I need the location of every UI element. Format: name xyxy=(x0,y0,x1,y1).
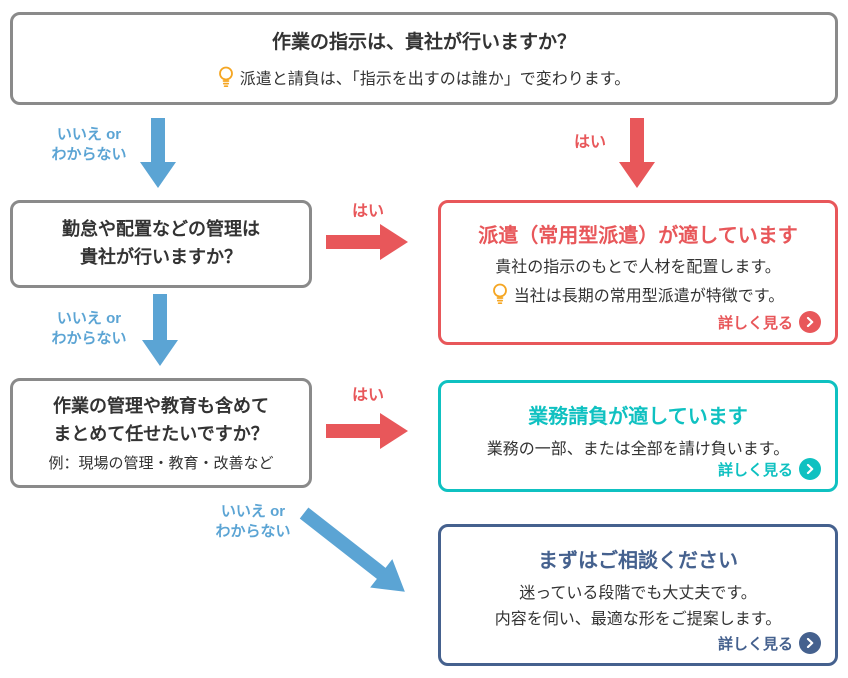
result-dispatch-note-row: 当社は長期の常用型派遣が特徴です。 xyxy=(492,282,784,306)
question-3-line1: 作業の管理や教育も含めて xyxy=(53,395,269,416)
result-consult-body2: 内容を伺い、最適な形をご提案します。 xyxy=(494,610,782,628)
question-1-title: 作業の指示は、貴社が行いますか？ xyxy=(271,31,576,53)
label-no-2-line1: いいえ or xyxy=(56,310,122,327)
result-contract-body: 業務の一部、または全部を請け負います。 xyxy=(486,441,790,458)
question-box-1: 作業の指示は、貴社が行いますか？ 派遣と請負は、「指示を出すのは誰か」で変わりま… xyxy=(10,12,838,105)
question-2-line1: 勤怠や配置などの管理は xyxy=(62,219,260,240)
dispatch-detail-link-text: 詳しく見る xyxy=(717,314,793,332)
question-3-example: 例：現場の管理・教育・改善など xyxy=(48,455,274,473)
consult-detail-link[interactable]: 詳しく見る xyxy=(718,632,821,654)
question-2-line2: 貴社が行いますか？ xyxy=(80,247,242,267)
arrow-no-diagonal xyxy=(299,507,405,592)
lightbulb-icon xyxy=(492,283,507,304)
question-1-note-text: 派遣と請負は、「指示を出すのは誰か」で変わります。 xyxy=(239,71,631,89)
result-box-dispatch: 派遣（常用型派遣）が適しています 貴社の指示のもとで人材を配置します。 当社は長… xyxy=(438,200,838,345)
label-no-1-line2: わからない xyxy=(51,145,127,163)
label-no-2-line2: わからない xyxy=(51,329,127,347)
result-dispatch-title: 派遣（常用型派遣）が適しています xyxy=(478,225,798,247)
question-1-note-row: 派遣と請負は、「指示を出すのは誰か」で変わります。 xyxy=(218,65,630,89)
arrow-yes-right-2 xyxy=(326,413,408,449)
label-no-3: いいえ or わからない xyxy=(200,502,306,541)
result-consult-title: まずはご相談ください xyxy=(538,550,738,572)
label-yes-2: はい xyxy=(351,203,384,220)
chevron-right-icon xyxy=(799,458,821,480)
contract-detail-link[interactable]: 詳しく見る xyxy=(718,458,821,480)
dispatch-detail-link[interactable]: 詳しく見る xyxy=(718,311,821,333)
result-box-contract: 業務請負が適しています 業務の一部、または全部を請け負います。 詳しく見る xyxy=(438,380,838,492)
chevron-right-icon xyxy=(799,632,821,654)
label-no-1-line1: いいえ or xyxy=(56,126,122,143)
arrow-yes-right-1 xyxy=(326,224,408,260)
label-no-3-line1: いいえ or xyxy=(220,503,286,520)
question-box-3: 作業の管理や教育も含めて まとめて任せたいですか？ 例：現場の管理・教育・改善な… xyxy=(10,378,312,488)
arrow-yes-down xyxy=(619,118,655,188)
result-dispatch-body: 貴社の指示のもとで人材を配置します。 xyxy=(495,259,781,276)
label-no-2: いいえ or わからない xyxy=(36,309,142,348)
result-box-consult: まずはご相談ください 迷っている段階でも大丈夫です。 内容を伺い、最適な形をご提… xyxy=(438,524,838,666)
label-no-3-line2: わからない xyxy=(215,522,291,540)
result-consult-body1: 迷っている段階でも大丈夫です。 xyxy=(519,585,757,602)
chevron-right-icon xyxy=(799,311,821,333)
question-3-line2: まとめて任せたいですか？ xyxy=(53,423,269,444)
label-yes-3: はい xyxy=(351,387,384,404)
contract-detail-link-text: 詳しく見る xyxy=(717,461,793,479)
arrow-no-down-1 xyxy=(140,118,176,188)
result-dispatch-note-text: 当社は長期の常用型派遣が特徴です。 xyxy=(513,287,785,305)
label-no-1: いいえ or わからない xyxy=(36,125,142,164)
consult-detail-link-text: 詳しく見る xyxy=(717,635,793,653)
arrow-no-down-2 xyxy=(142,294,178,366)
label-yes-1: はい xyxy=(573,134,606,151)
question-box-2: 勤怠や配置などの管理は 貴社が行いますか？ xyxy=(10,200,312,288)
lightbulb-icon xyxy=(218,66,233,88)
result-contract-title: 業務請負が適しています xyxy=(528,406,748,428)
